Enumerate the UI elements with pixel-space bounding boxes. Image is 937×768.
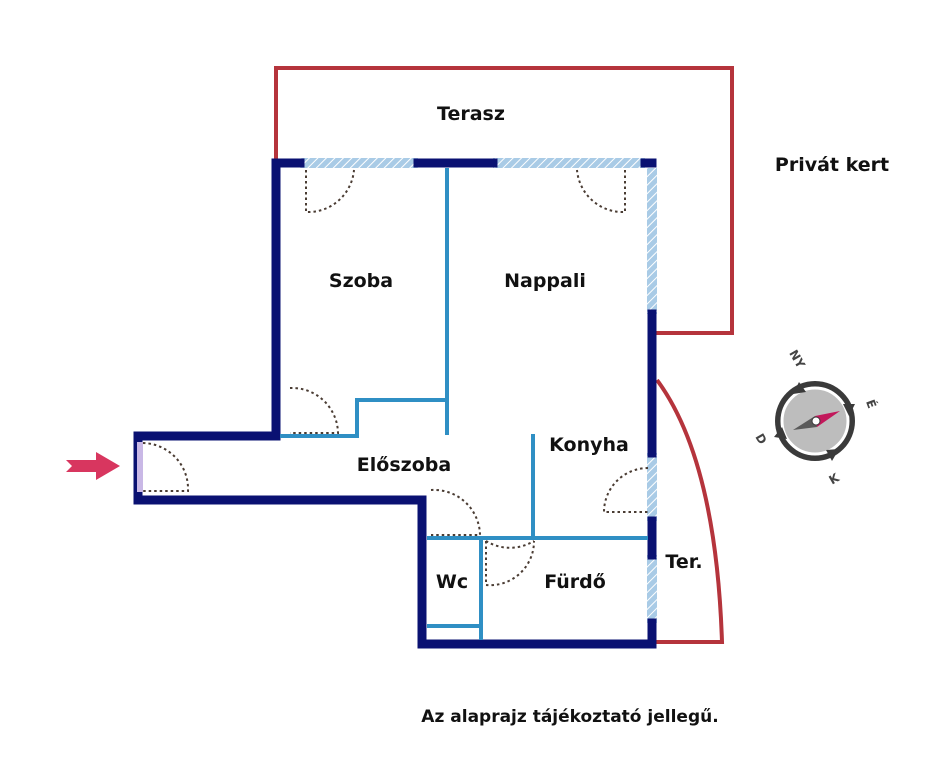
door-swing-nappali-window xyxy=(576,169,626,214)
label-szoba: Szoba xyxy=(329,270,393,292)
label-eloszoba: Előszoba xyxy=(357,454,451,476)
entrance-arrow-icon xyxy=(66,452,120,480)
compass-north: NY xyxy=(786,347,808,370)
wall-west-szoba xyxy=(133,158,657,649)
door-swing-szoba xyxy=(289,386,340,434)
door-swings xyxy=(142,169,649,587)
door-swing-szoba-window xyxy=(305,169,355,214)
label-ter: Ter. xyxy=(665,551,702,573)
label-konyha: Konyha xyxy=(549,434,629,456)
disclaimer-text: Az alaprajz tájékoztató jellegű. xyxy=(421,707,718,727)
label-wc: Wc xyxy=(436,571,468,593)
small-terrace-outline xyxy=(655,378,725,644)
partition-szoba-south xyxy=(280,398,447,438)
window-konyha xyxy=(647,453,657,521)
exterior-walls xyxy=(133,158,657,649)
door-swing-wc xyxy=(430,488,482,536)
compass-icon: NY É K D xyxy=(752,347,879,487)
door-swing-konyha xyxy=(602,467,649,513)
window-szoba xyxy=(300,158,418,168)
window-nappali xyxy=(493,158,645,168)
label-terasz: Terasz xyxy=(437,103,505,125)
window-nappali-east xyxy=(647,168,657,314)
interior-partitions xyxy=(280,168,648,640)
label-nappali: Nappali xyxy=(504,270,586,292)
label-privat-kert: Privát kert xyxy=(775,154,889,176)
door-swing-entrance xyxy=(142,442,190,492)
windows xyxy=(300,158,657,623)
compass-east: É xyxy=(863,397,880,410)
compass-south: K xyxy=(826,470,842,487)
terrace-outline xyxy=(274,66,734,335)
compass-west: D xyxy=(752,431,769,447)
label-furdo: Fürdő xyxy=(544,571,606,593)
entrance-door-sill xyxy=(137,442,143,492)
door-swing-furdo xyxy=(485,540,536,587)
window-furdo xyxy=(647,555,657,623)
outdoor-outline xyxy=(274,66,734,644)
